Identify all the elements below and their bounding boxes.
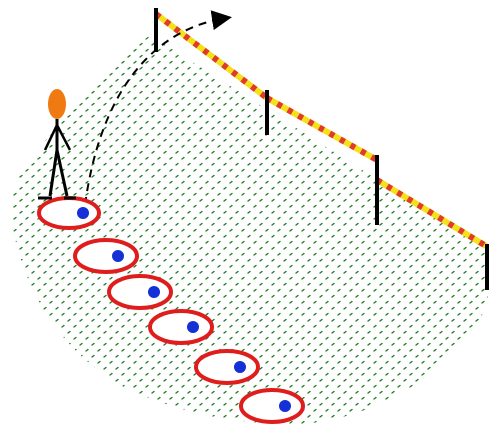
- rail-segment-2: [265, 95, 379, 163]
- blue-dot-icon: [112, 250, 124, 262]
- grass-field: [12, 35, 489, 425]
- barrier: [154, 8, 489, 290]
- blue-dot-icon: [77, 207, 89, 219]
- blue-dot-icon: [148, 286, 160, 298]
- red-ring-icon: [107, 274, 173, 310]
- red-ring-icon: [194, 349, 260, 385]
- blue-dot-icon: [279, 400, 291, 412]
- red-ring-icon: [73, 238, 139, 274]
- red-ring-icon: [239, 388, 305, 424]
- athlete-head: [48, 89, 66, 119]
- red-ring-icon: [148, 309, 214, 345]
- step-rings: [37, 196, 305, 424]
- red-ring-icon: [37, 196, 101, 230]
- stick-figure-icon: [38, 89, 76, 200]
- rail-segment-1: [154, 11, 269, 101]
- blue-dot-icon: [187, 321, 199, 333]
- curved-arrow-icon: [84, 10, 232, 206]
- blue-dot-icon: [234, 361, 246, 373]
- rail-segment-3: [375, 177, 488, 249]
